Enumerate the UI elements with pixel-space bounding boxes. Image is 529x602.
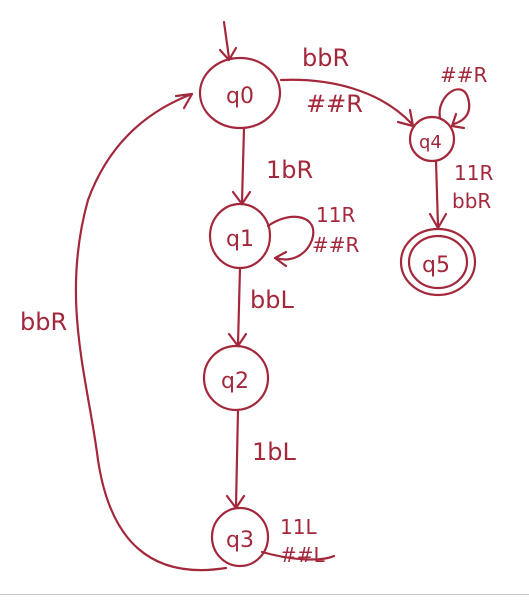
- edge-q4-loop: ##R: [438, 63, 488, 130]
- edge-q4-q5-label-bottom: bbR: [452, 189, 491, 213]
- bottom-divider: [0, 594, 529, 595]
- state-q1: q1: [208, 202, 272, 270]
- edge-q0-q4-label-top: bbR: [302, 44, 349, 72]
- edge-q4-loop-label: ##R: [440, 63, 488, 87]
- edge-q0-q1-label: 1bR: [266, 156, 313, 184]
- edge-q1-q2-label: bbL: [250, 286, 294, 314]
- edge-q1-loop: 11R ##R: [266, 203, 360, 268]
- edge-q0-q1: 1bR: [231, 126, 313, 206]
- state-q1-label: q1: [226, 227, 254, 252]
- state-q5-label: q5: [422, 253, 450, 278]
- state-q5: q5: [399, 227, 477, 297]
- state-q4-label: q4: [419, 132, 442, 153]
- state-q3-label: q3: [226, 528, 254, 553]
- edge-q0-q4-label-bottom: ##R: [306, 90, 363, 118]
- state-q0-label: q0: [226, 84, 254, 109]
- state-q0-circle: [198, 56, 282, 130]
- state-q3-circle: [210, 506, 270, 568]
- state-q2-label: q2: [221, 369, 249, 394]
- edge-q2-q3-label: 1bL: [252, 438, 297, 466]
- state-q3: q3: [210, 506, 270, 568]
- state-q0: q0: [198, 56, 282, 130]
- edge-q1-q2: bbL: [227, 266, 294, 348]
- edge-q3-q0: bbR: [20, 92, 228, 572]
- edge-q4-q5-label-top: 11R: [454, 161, 493, 185]
- state-q5-inner-circle: [407, 234, 469, 290]
- state-q4: q4: [408, 115, 456, 163]
- state-q2-circle: [202, 344, 270, 412]
- edge-q3-q0-label: bbR: [20, 308, 67, 336]
- edge-q2-q3: 1bL: [225, 408, 297, 510]
- state-q2: q2: [202, 344, 270, 412]
- edge-q3-loop: 11L ##L: [260, 515, 336, 567]
- start-arrow: [218, 20, 238, 62]
- edge-q1-loop-label-bottom: ##R: [312, 233, 360, 257]
- edge-q4-q5: 11R bbR: [428, 159, 493, 230]
- edge-q3-loop-label-bottom: ##L: [280, 543, 326, 567]
- edge-q0-q4: bbR ##R: [279, 44, 415, 128]
- edge-q3-loop-label-top: 11L: [280, 515, 317, 539]
- edge-q1-loop-label-top: 11R: [316, 203, 355, 227]
- state-q4-circle: [408, 115, 456, 163]
